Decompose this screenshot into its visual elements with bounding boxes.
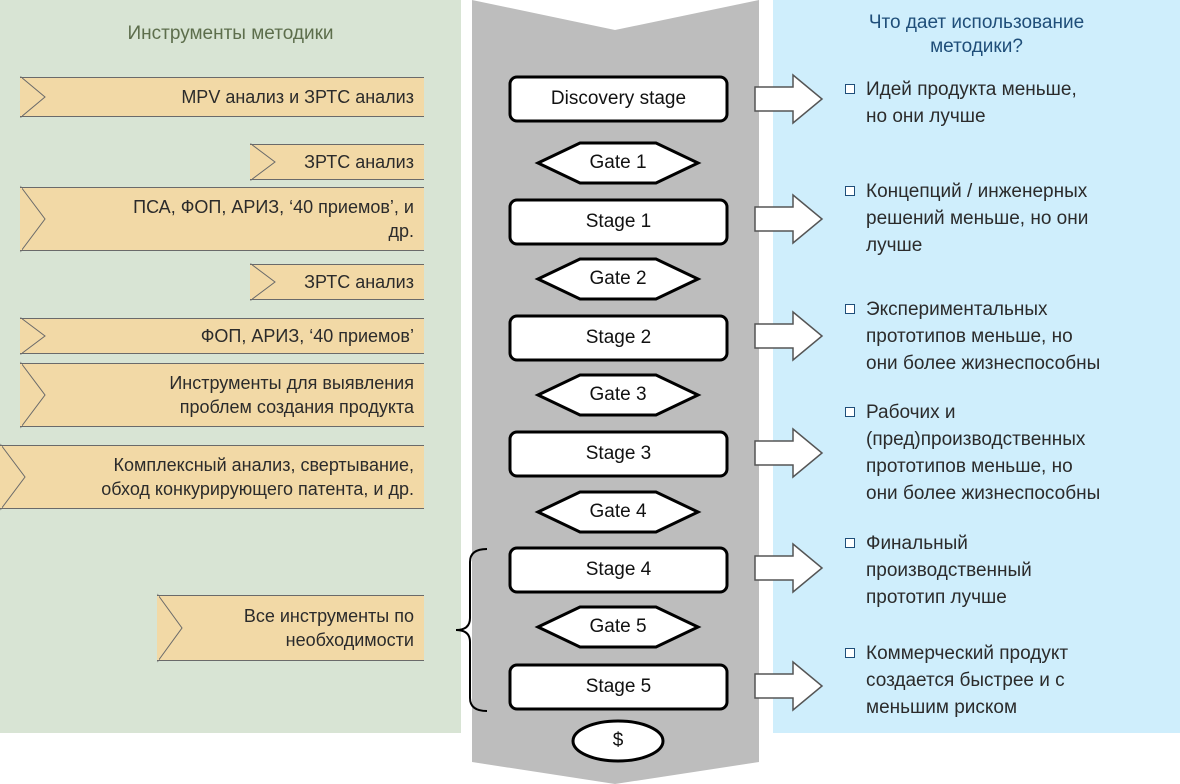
- benefit-arrows: [754, 73, 824, 712]
- final-label: $: [612, 730, 624, 751]
- stage-label-4: Stage 4: [585, 559, 652, 580]
- stage-box-2: [508, 314, 729, 362]
- tool-arrow-3: ПСА, ФОП, АРИЗ, ‘40 приемов’, и др.: [20, 185, 424, 253]
- tool-label-8: Все инструменты по необходимости: [243, 606, 414, 650]
- tool-arrow-2: ЗРТС анализ: [250, 143, 424, 181]
- tool-label-5: ФОП, АРИЗ, ‘40 приемов’: [200, 326, 414, 346]
- checkbox-bullet-icon: [845, 407, 855, 417]
- gate-label-4: Gate 4: [589, 501, 647, 522]
- tool-label-4: ЗРТС анализ: [304, 272, 414, 292]
- funnel-top-notch: [472, 0, 759, 30]
- benefit-text-6: Коммерческий продукт создается быстрее и…: [866, 643, 1069, 718]
- stage-label-discovery: Discovery stage: [550, 88, 687, 109]
- final-ellipse: [571, 719, 665, 763]
- tool-label-2: ЗРТС анализ: [304, 152, 414, 172]
- tool-arrow-6: Инструменты для выявления проблем создан…: [20, 361, 424, 429]
- tool-arrow-1: MPV анализ и ЗРТС анализ: [20, 75, 424, 119]
- benefit-text-4: Рабочих и (пред)производственных прототи…: [866, 402, 1101, 504]
- arrow-tip-icon: [20, 75, 46, 119]
- benefits-panel-title: Что дает использование методики?: [868, 12, 1085, 57]
- benefit-arrow-4: [754, 427, 824, 479]
- checkbox-bullet-icon: [845, 84, 855, 94]
- checkbox-bullet-icon: [845, 304, 855, 314]
- benefit-arrow-1: [754, 73, 824, 125]
- stage-box-5: [508, 663, 729, 711]
- gate-label-5: Gate 5: [589, 616, 647, 637]
- arrow-tip-icon: [20, 185, 46, 253]
- stage-label-1: Stage 1: [585, 211, 652, 232]
- gate-diamond-2: [534, 257, 702, 301]
- benefit-arrow-3: [754, 310, 824, 362]
- benefit-item-3: Экспериментальных прототипов меньше, но …: [845, 296, 1175, 377]
- tool-label-6: Инструменты для выявления проблем создан…: [169, 373, 414, 417]
- benefit-text-5: Финальный производственный прототип лучш…: [866, 533, 1032, 608]
- tool-arrow-5: ФОП, АРИЗ, ‘40 приемов’: [20, 317, 424, 355]
- stage-label-3: Stage 3: [585, 443, 652, 464]
- arrow-tip-icon: [20, 317, 46, 355]
- arrow-tip-icon: [0, 443, 26, 511]
- tools-panel-title: Инструменты методики: [127, 23, 334, 44]
- stage-label-5: Stage 5: [585, 676, 652, 697]
- gate-diamond-1: [534, 141, 702, 185]
- gate-diamond-4: [534, 490, 702, 534]
- benefit-item-5: Финальный производственный прототип лучш…: [845, 530, 1175, 611]
- gate-diamond-5: [534, 605, 702, 649]
- benefit-arrow-6: [754, 660, 824, 712]
- benefit-text-3: Экспериментальных прототипов меньше, но …: [866, 299, 1101, 374]
- benefit-item-6: Коммерческий продукт создается быстрее и…: [845, 640, 1175, 721]
- gate-label-2: Gate 2: [589, 268, 647, 289]
- gate-label-3: Gate 3: [589, 384, 647, 405]
- benefit-item-2: Концепций / инженерных решений меньше, н…: [845, 178, 1175, 259]
- gate-diamond-3: [534, 373, 702, 417]
- tool-arrow-4: ЗРТС анализ: [250, 263, 424, 301]
- tool-arrow-8: Все инструменты по необходимости: [157, 593, 424, 663]
- tool-arrow-7: Комплексный анализ, свертывание, обход к…: [0, 443, 424, 511]
- arrow-tip-icon: [20, 361, 46, 429]
- tool-label-3: ПСА, ФОП, АРИЗ, ‘40 приемов’, и др.: [133, 197, 414, 241]
- arrow-tip-icon: [157, 593, 183, 663]
- benefit-text-1: Идей продукта меньше, но они лучше: [866, 79, 1077, 127]
- tool-label-1: MPV анализ и ЗРТС анализ: [181, 87, 414, 107]
- tool-label-7: Комплексный анализ, свертывание, обход к…: [101, 455, 414, 499]
- benefit-item-4: Рабочих и (пред)производственных прототи…: [845, 399, 1175, 507]
- stage-label-2: Stage 2: [585, 327, 652, 348]
- checkbox-bullet-icon: [845, 648, 855, 658]
- benefits-panel: [773, 0, 1180, 733]
- arrow-tip-icon: [250, 143, 276, 181]
- stage-box-3: [508, 430, 729, 478]
- benefit-arrow-2: [754, 193, 824, 245]
- benefit-arrow-5: [754, 542, 824, 594]
- stage-box-discovery: [508, 75, 729, 123]
- stage-box-1: [508, 198, 729, 246]
- arrow-tip-icon: [250, 263, 276, 301]
- benefit-item-1: Идей продукта меньше, но они лучше: [845, 76, 1175, 130]
- checkbox-bullet-icon: [845, 186, 855, 196]
- curly-brace: [455, 548, 488, 712]
- benefit-text-2: Концепций / инженерных решений меньше, н…: [866, 181, 1089, 256]
- stage-box-4: [508, 546, 729, 594]
- gate-label-1: Gate 1: [589, 152, 647, 173]
- checkbox-bullet-icon: [845, 538, 855, 548]
